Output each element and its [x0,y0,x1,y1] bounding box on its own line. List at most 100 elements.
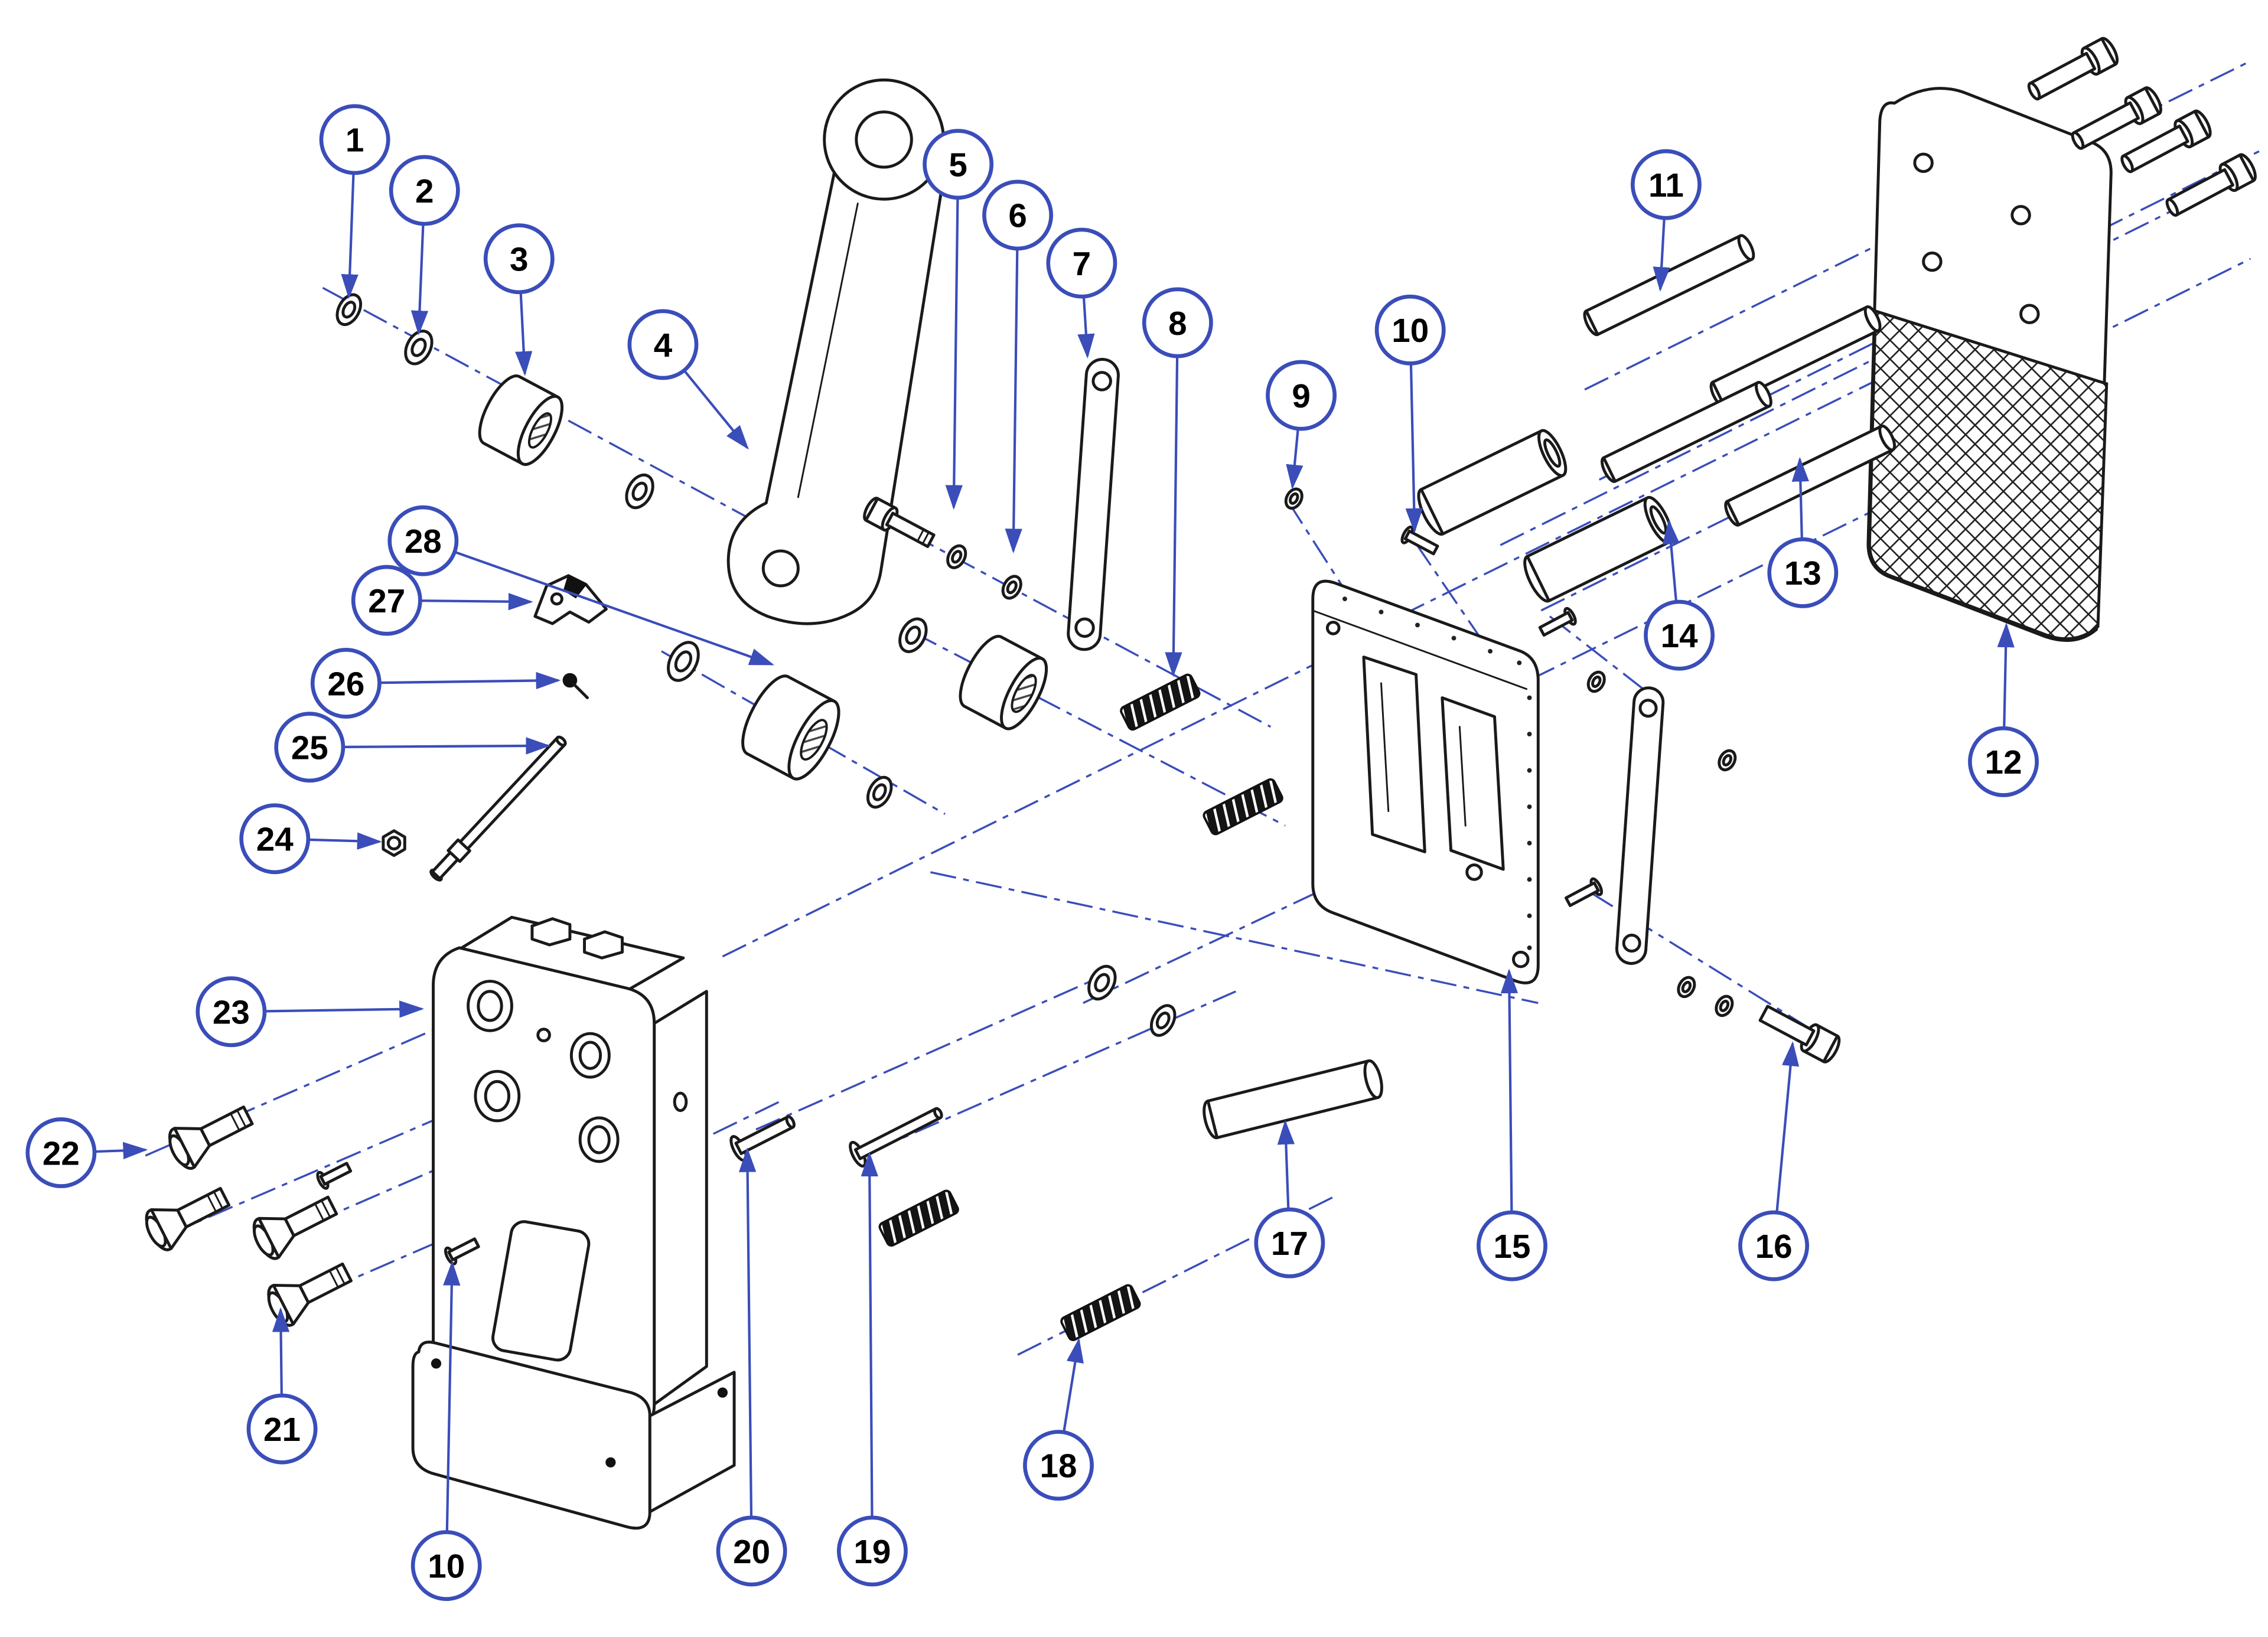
callout-18: 18 [1023,1338,1094,1501]
leader-line [945,197,963,510]
callout-balloon [1968,726,2039,797]
callout-number: 10 [428,1547,465,1584]
callout-balloon [1374,294,1446,366]
leader-line [1775,1041,1800,1213]
callout-number: 21 [263,1411,301,1448]
callout-26: 26 [310,647,561,719]
washer [1284,487,1304,510]
callout-number: 17 [1271,1225,1308,1262]
parts-layer [145,37,2257,1530]
leader-line [420,593,533,611]
callout-balloon [1630,149,1702,220]
callout-number: 16 [1755,1228,1793,1265]
part-flat-screw [267,1262,353,1327]
part-screw-topright [2071,86,2162,150]
callout-number: 4 [654,327,673,364]
leader-line [1653,218,1670,292]
washer [1149,1004,1177,1037]
callout-balloon [836,1515,908,1587]
callout-balloon [239,803,311,875]
leader-line [1662,519,1680,602]
callout-number: 18 [1040,1447,1077,1485]
callout-27: 27 [351,565,533,636]
callout-balloon [483,223,555,295]
callout-balloon [982,180,1054,251]
callout-22: 22 [25,1117,148,1188]
callout-28: 28 [387,505,775,666]
callout-balloon [410,1530,482,1602]
callout-17: 17 [1254,1120,1325,1279]
callout-5: 5 [923,129,994,510]
leader-line [1077,296,1095,359]
callout-15: 15 [1477,968,1547,1281]
part-roller-small [959,634,1048,731]
leader-line [1405,363,1423,533]
part-screw-topright [2165,153,2257,217]
callout-number: 1 [346,122,364,159]
leader-line [1500,968,1518,1212]
leader-line [683,369,749,450]
callout-6: 6 [982,180,1054,554]
leader-line [308,832,382,850]
callout-number: 27 [368,582,405,619]
part-flat-screw [145,1186,231,1251]
part-knurled-pad [1866,87,2113,642]
washer [1677,976,1696,999]
leader-line [341,172,359,299]
callout-number: 26 [327,665,364,702]
callout-balloon [1738,1210,1810,1281]
callout-9: 9 [1266,360,1337,490]
callout-balloon [1477,1210,1547,1281]
callout-balloon [716,1515,787,1587]
callout-number: 15 [1494,1228,1531,1265]
callout-number: 24 [256,821,294,858]
callout-balloon [1644,599,1715,671]
part-screw-19 [849,1107,943,1168]
callout-1: 1 [319,104,390,299]
part-dowel-pin [1601,381,1772,483]
callout-number: 13 [1784,555,1821,592]
callout-balloon [195,976,267,1048]
callout-4: 4 [627,309,749,450]
leader-line [1791,456,1809,540]
callout-number: 20 [733,1533,770,1570]
callout-13: 13 [1767,456,1839,608]
washer [1586,670,1606,693]
part-screw-16 [1758,1005,1841,1064]
callout-balloon [246,1393,318,1465]
callout-balloon [627,309,699,380]
callout-21: 21 [246,1307,318,1465]
callout-16: 16 [1738,1041,1810,1281]
callout-balloon [1767,537,1839,608]
callout-number: 23 [213,994,250,1031]
leader-line [454,550,775,666]
part-spring [878,1189,959,1247]
callout-25: 25 [274,712,551,783]
callout-balloon [387,505,459,576]
washer [667,641,700,682]
callout-balloon [1023,1430,1094,1501]
callout-number: 7 [1073,245,1091,282]
part-roller-large [741,674,840,781]
part-rod [429,735,567,882]
callout-number: 25 [291,729,328,767]
leader-line [379,671,561,690]
leader-line [1165,356,1182,677]
plate-texture-dots [1342,596,1532,950]
callout-balloon [319,104,390,175]
callout-balloon [1254,1207,1325,1279]
callout-balloon [351,565,422,636]
leader-line [272,1307,290,1396]
part-screw-topright [2120,109,2212,174]
part-set-pin [562,673,589,699]
leader-line [1063,1338,1084,1433]
part-link-rear [1615,686,1665,965]
leader-line [1997,622,2015,729]
leader-line [343,737,551,755]
part-bearing [478,374,563,466]
leader-line [1277,1120,1295,1210]
callout-balloon [1046,227,1117,299]
